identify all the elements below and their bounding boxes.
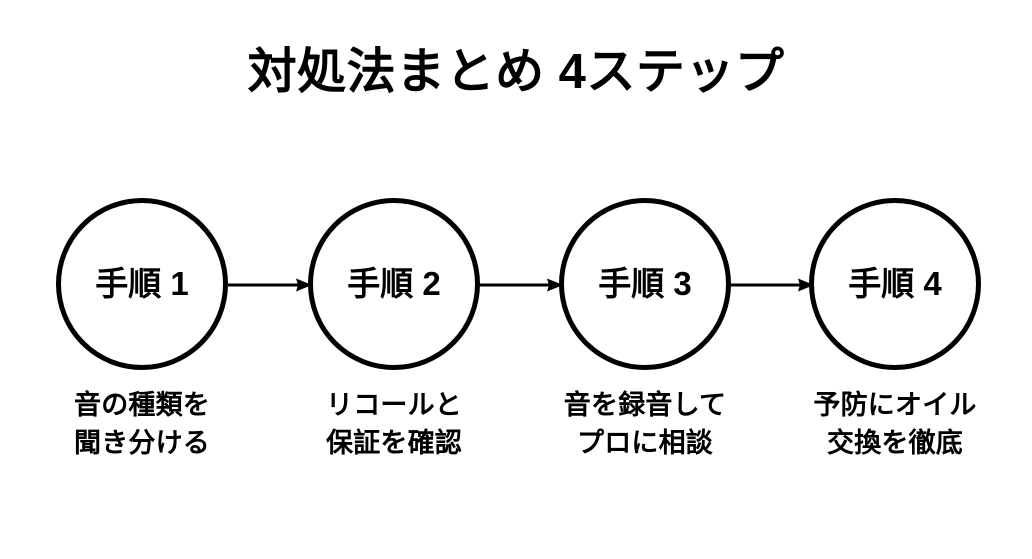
step-caption-3-line1: 音を録音して (563, 390, 727, 420)
caption-row: 音の種類を 聞き分ける リコールと 保証を確認 音を録音して プロに相談 予防に… (0, 386, 1032, 476)
step-caption-4-line1: 予防にオイル (813, 390, 977, 420)
step-caption-3: 音を録音して プロに相談 (519, 386, 771, 463)
arrow-right-icon-1 (228, 277, 312, 293)
step-circle-1: 手順 1 (56, 198, 228, 370)
arrow-right-icon-3 (730, 277, 814, 293)
step-circle-label-2: 手順 2 (347, 264, 441, 302)
step-caption-4-line2: 交換を徹底 (827, 428, 963, 459)
step-caption-2-line1: リコールと (326, 390, 462, 420)
page-title: 対処法まとめ 4ステップ (247, 45, 785, 99)
flow-step-3: 手順 3 (559, 198, 731, 370)
step-caption-4: 予防にオイル 交換を徹底 (769, 386, 1021, 463)
step-circle-label-4: 手順 4 (848, 264, 942, 302)
step-circle-label-1: 手順 1 (95, 264, 189, 302)
step-caption-2-line2: 保証を確認 (326, 428, 462, 459)
step-circle-2: 手順 2 (308, 198, 480, 370)
step-circle-label-3: 手順 3 (598, 264, 692, 302)
arrow-right-icon-2 (479, 277, 563, 293)
step-circle-4: 手順 4 (809, 198, 981, 370)
flow-step-4: 手順 4 (809, 198, 981, 370)
flow-step-2: 手順 2 (308, 198, 480, 370)
step-caption-3-line2: プロに相談 (577, 428, 713, 459)
step-caption-1-line1: 音の種類を (74, 390, 210, 420)
step-circle-3: 手順 3 (559, 198, 731, 370)
flow-row: 手順 1 手順 2 手順 3 (0, 198, 1032, 373)
step-caption-1-line2: 聞き分ける (74, 428, 210, 459)
step-caption-2: リコールと 保証を確認 (268, 386, 520, 463)
step-caption-1: 音の種類を 聞き分ける (16, 386, 268, 463)
flow-step-1: 手順 1 (56, 198, 228, 370)
